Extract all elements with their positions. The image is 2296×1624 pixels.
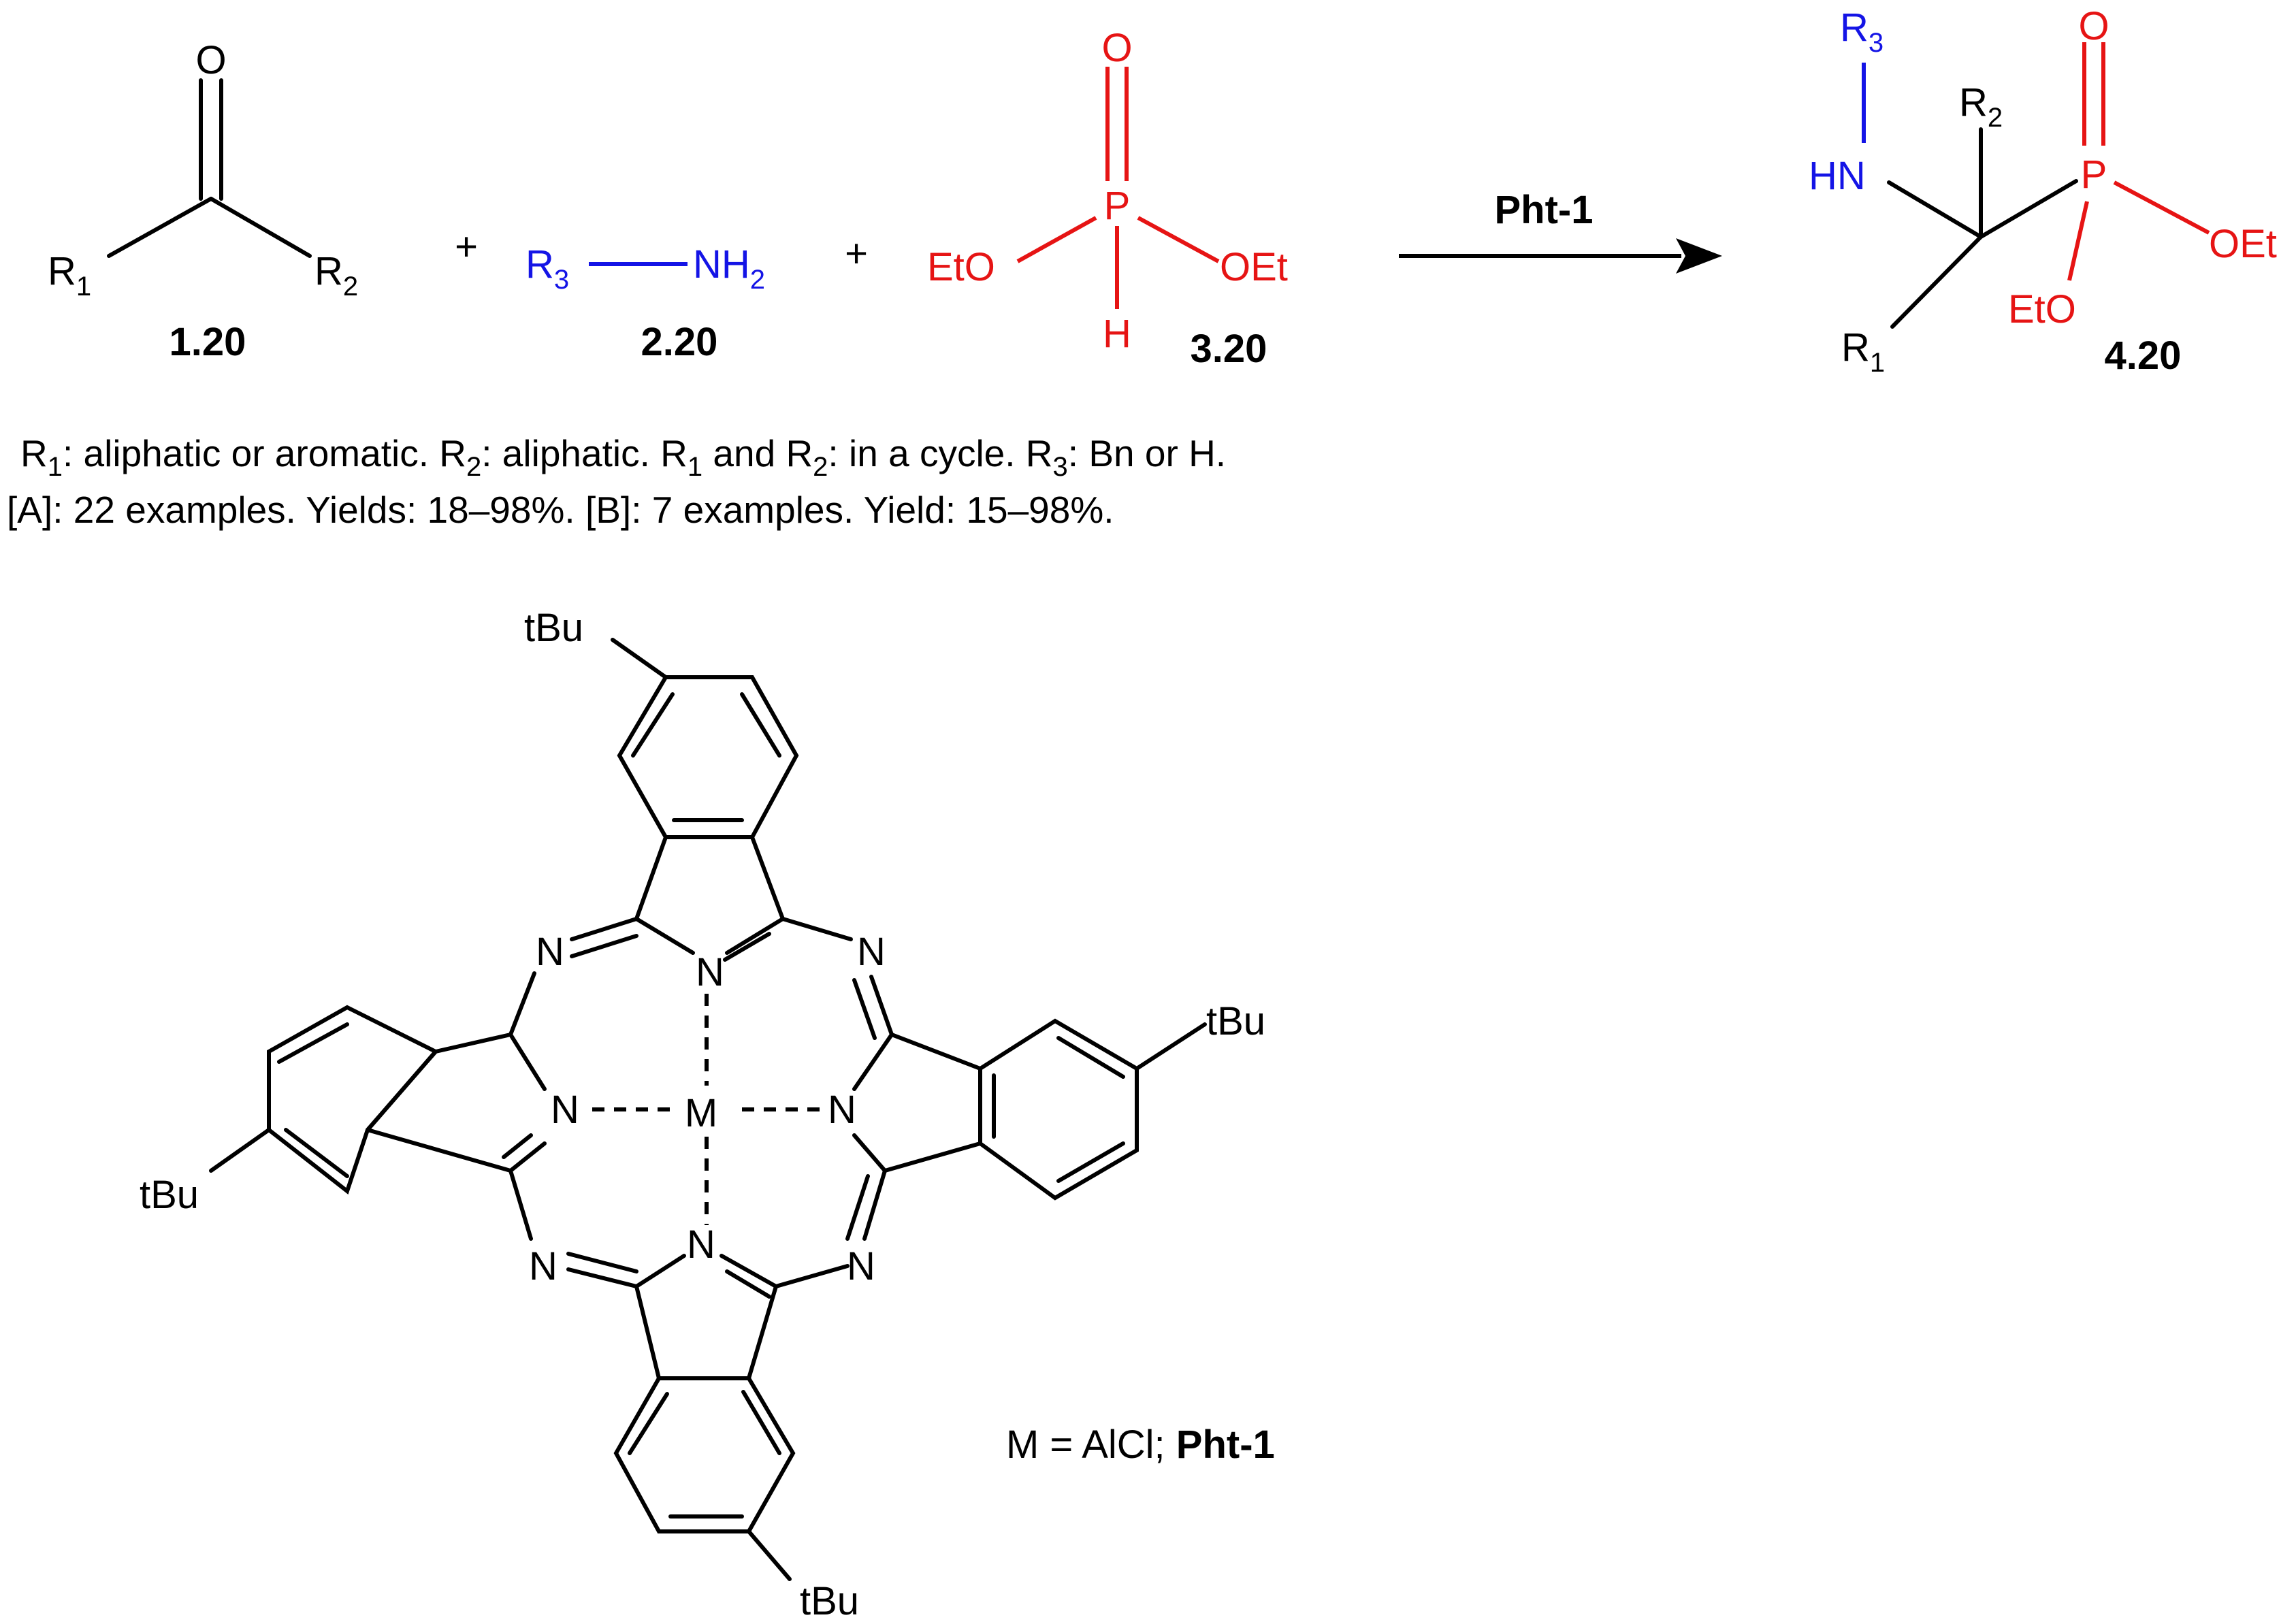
- n-meso-bottom-right: N: [847, 1244, 875, 1288]
- catalyst-caption: M = AlCl; Pht-1: [1006, 1423, 1275, 1467]
- tbu-left: tBu: [140, 1173, 199, 1217]
- phosphite-hydrogen: H: [1103, 312, 1131, 356]
- product-4-20: R3 HN R2 R1 P O OEt EtO 4.20: [1809, 4, 2277, 378]
- phosphite-oet: OEt: [1220, 245, 1288, 289]
- substituent-note: R1: aliphatic or aromatic. R2: aliphatic…: [20, 432, 1226, 482]
- plus-sign-1: +: [455, 225, 478, 269]
- ketone-r1: R1: [48, 249, 91, 302]
- arrow-catalyst-label: Pht-1: [1495, 188, 1594, 232]
- ketone-1-20: O R1 R2 1.20: [48, 38, 358, 364]
- tbu-top: tBu: [524, 606, 583, 650]
- phosphite-eto: EtO: [927, 245, 995, 289]
- tbu-bottom: tBu: [800, 1579, 859, 1623]
- n-meso-bottom-left: N: [529, 1244, 557, 1288]
- tbu-right: tBu: [1206, 999, 1265, 1043]
- product-r3: R3: [1840, 5, 1883, 58]
- product-oet: OEt: [2209, 222, 2277, 266]
- ketone-r2: R2: [314, 249, 358, 302]
- phosphite-phosphorus: P: [1104, 184, 1131, 228]
- amine-nh2: NH2: [693, 242, 765, 295]
- compound-id-3-20: 3.20: [1191, 327, 1267, 371]
- n-meso-top-left: N: [536, 930, 564, 974]
- phosphite-oxygen: O: [1101, 26, 1132, 70]
- product-r2: R2: [1959, 80, 2003, 133]
- n-meso-top-right: N: [857, 930, 886, 974]
- ketone-oxygen: O: [195, 38, 226, 82]
- compound-id-1-20: 1.20: [169, 320, 246, 364]
- product-r1: R1: [1841, 325, 1885, 378]
- plus-sign-2: +: [845, 231, 868, 276]
- phthalocyanine-catalyst: tBu N N N N tBu N N: [140, 606, 1275, 1623]
- n-bottom-pyrrole: N: [687, 1222, 715, 1267]
- product-phosphorus: P: [2081, 152, 2107, 197]
- compound-id-2-20: 2.20: [641, 320, 718, 364]
- reaction-arrow: Pht-1: [1399, 188, 1722, 274]
- n-left-pyrrole: N: [551, 1088, 579, 1132]
- compound-id-4-20: 4.20: [2105, 334, 2182, 378]
- amine-r3: R3: [526, 242, 569, 295]
- product-oxygen: O: [2078, 4, 2109, 48]
- phosphite-3-20: O P EtO OEt H 3.20: [927, 26, 1288, 371]
- metal-center: M: [685, 1091, 717, 1135]
- yield-note: [A]: 22 examples. Yields: 18–98%. [B]: 7…: [7, 489, 1114, 531]
- product-eto: EtO: [2008, 287, 2076, 331]
- product-hn: HN: [1809, 154, 1866, 198]
- n-right-pyrrole: N: [828, 1088, 856, 1132]
- amine-2-20: R3 NH2 2.20: [526, 242, 765, 364]
- n-top-pyrrole: N: [696, 950, 724, 994]
